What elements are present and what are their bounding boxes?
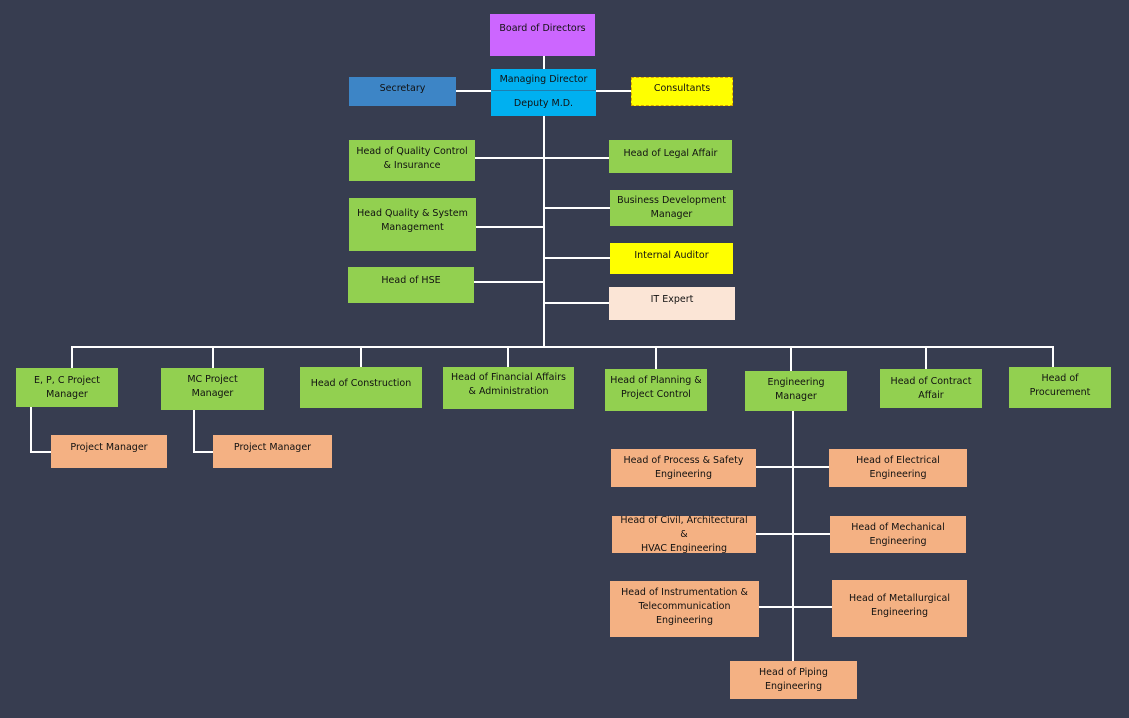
secretary-box: Secretary bbox=[349, 77, 456, 106]
connector-line bbox=[755, 533, 831, 535]
consultants-box: Consultants bbox=[631, 77, 733, 106]
head-piping-box: Head of Piping Engineering bbox=[730, 661, 857, 699]
head-planning-box: Head of Planning & Project Control bbox=[605, 369, 707, 411]
connector-line bbox=[474, 157, 544, 159]
mc-project-manager-box: MC Project Manager bbox=[161, 368, 264, 410]
head-mechanical-box: Head of Mechanical Engineering bbox=[830, 516, 966, 553]
connector-line bbox=[544, 157, 610, 159]
board-of-directors-box: Board of Directors bbox=[490, 14, 595, 56]
connector-line bbox=[71, 346, 73, 368]
connector-line bbox=[792, 410, 794, 661]
connector-line bbox=[30, 406, 32, 452]
connector-line bbox=[755, 466, 830, 468]
epc-project-manager-box: E, P, C Project Manager bbox=[16, 368, 118, 407]
connector-line bbox=[360, 346, 362, 367]
connector-line bbox=[193, 451, 214, 453]
connector-line bbox=[193, 409, 195, 452]
connector-line bbox=[758, 606, 833, 608]
connector-line bbox=[543, 116, 545, 346]
managing-director-box: Managing Director bbox=[491, 69, 596, 91]
connector-line bbox=[925, 346, 927, 369]
head-electrical-box: Head of Electrical Engineering bbox=[829, 449, 967, 487]
connector-line bbox=[507, 346, 509, 367]
head-legal-affair-box: Head of Legal Affair bbox=[609, 140, 732, 173]
internal-auditor-box: Internal Auditor bbox=[610, 243, 733, 274]
connector-line bbox=[71, 346, 1054, 348]
head-hse-box: Head of HSE bbox=[348, 267, 474, 303]
connector-line bbox=[655, 346, 657, 369]
connector-line bbox=[596, 90, 632, 92]
connector-line bbox=[212, 346, 214, 368]
connector-line bbox=[475, 226, 544, 228]
connector-line bbox=[543, 56, 545, 70]
connector-line bbox=[544, 257, 611, 259]
head-contract-affair-box: Head of Contract Affair bbox=[880, 369, 982, 408]
head-instrumentation-box: Head of Instrumentation & Telecommunicat… bbox=[610, 581, 759, 637]
connector-line bbox=[455, 90, 491, 92]
connector-line bbox=[1052, 346, 1054, 367]
head-quality-control-box: Head of Quality Control & Insurance bbox=[349, 140, 475, 181]
head-process-safety-box: Head of Process & Safety Engineering bbox=[611, 449, 756, 487]
connector-line bbox=[473, 281, 544, 283]
head-financial-affairs-box: Head of Financial Affairs & Administrati… bbox=[443, 367, 574, 409]
deputy-md-box: Deputy M.D. bbox=[491, 91, 596, 116]
connector-line bbox=[790, 346, 792, 371]
business-development-box: Business Development Manager bbox=[610, 190, 733, 226]
head-quality-system-box: Head Quality & System Management bbox=[349, 198, 476, 251]
project-manager-box: Project Manager bbox=[51, 435, 167, 468]
connector-line bbox=[544, 302, 610, 304]
connector-line bbox=[30, 451, 52, 453]
it-expert-box: IT Expert bbox=[609, 287, 735, 320]
project-manager-box: Project Manager bbox=[213, 435, 332, 468]
head-procurement-box: Head of Procurement bbox=[1009, 367, 1111, 408]
head-construction-box: Head of Construction bbox=[300, 367, 422, 408]
head-metallurgical-box: Head of Metallurgical Engineering bbox=[832, 580, 967, 637]
connector-line bbox=[544, 207, 611, 209]
engineering-manager-box: Engineering Manager bbox=[745, 371, 847, 411]
head-civil-architectural-box: Head of Civil, Architectural & HVAC Engi… bbox=[612, 515, 756, 554]
